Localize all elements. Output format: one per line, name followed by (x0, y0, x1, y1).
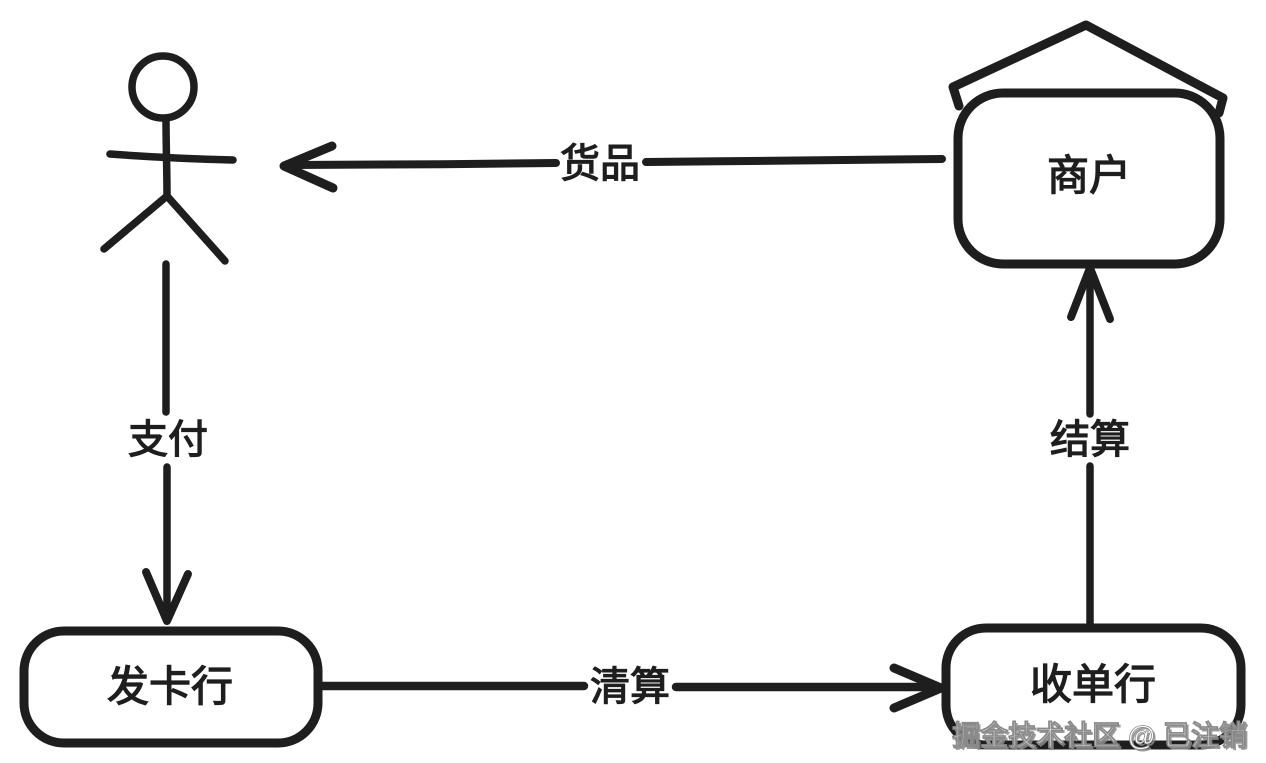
acquiring-bank-node: 收单行 (941, 623, 1246, 750)
watermark: 掘金技术社区 @ 已注销 掘金技术社区 @ 已注销 (952, 719, 1249, 753)
merchant-label: 商户 (1047, 152, 1131, 199)
issuing-bank-node: 发卡行 (19, 626, 323, 748)
issuing-bank-label: 发卡行 (107, 663, 233, 710)
goods-arrow: 货品 (279, 141, 946, 193)
acquiring-bank-label: 收单行 (1030, 661, 1156, 708)
clearing-arrow: 清算 (315, 663, 946, 713)
person-left-leg (100, 192, 171, 253)
customer-actor-node (100, 52, 237, 265)
settlement-arrow-label: 结算 (1050, 418, 1130, 462)
acquiring-bank-box (941, 623, 1246, 750)
goods-arrow-line-left (288, 159, 560, 169)
settlement-arrow: 结算 (1050, 264, 1130, 630)
goods-arrow-line-right (642, 155, 946, 166)
goods-arrow-label: 货品 (560, 142, 640, 186)
goods-arrowhead (279, 141, 338, 193)
settlement-arrowhead (1067, 264, 1114, 323)
person-right-leg (163, 192, 229, 265)
payment-arrow-label: 支付 (128, 418, 208, 462)
clearing-arrowhead (889, 663, 946, 713)
person-stick-figure-icon (100, 52, 237, 265)
person-arms (106, 150, 237, 164)
clearing-arrow-label: 清算 (590, 665, 670, 709)
merchant-node: 商户 (948, 20, 1228, 269)
watermark-text: 掘金技术社区 @ 已注销 (952, 719, 1247, 751)
payment-arrowhead (142, 568, 192, 625)
person-head (128, 52, 198, 122)
merchant-box (953, 88, 1225, 269)
merchant-roof (948, 20, 1228, 118)
payment-arrow: 支付 (128, 260, 208, 625)
watermark-shadow-text: 掘金技术社区 @ 已注销 (954, 721, 1249, 753)
